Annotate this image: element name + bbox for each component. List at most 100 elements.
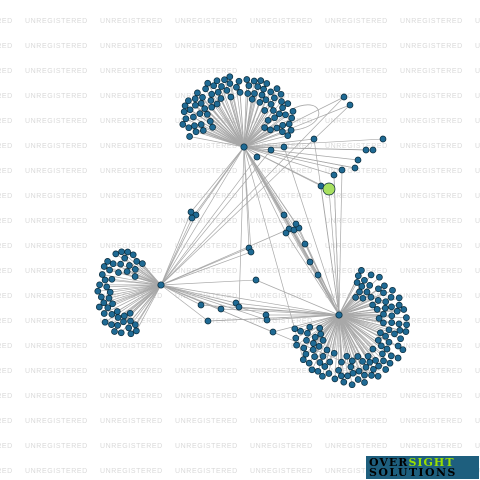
- leaf-node[interactable]: [197, 121, 205, 128]
- chain-node[interactable]: [354, 156, 362, 164]
- leaf-node[interactable]: [316, 359, 324, 366]
- leaf-node[interactable]: [395, 301, 403, 309]
- leaf-node[interactable]: [316, 324, 324, 332]
- leaf-node[interactable]: [111, 328, 118, 335]
- leaf-node[interactable]: [315, 343, 323, 350]
- leaf-node[interactable]: [221, 76, 228, 84]
- leaf-node[interactable]: [403, 314, 410, 321]
- leaf-node[interactable]: [264, 116, 272, 124]
- leaf-node[interactable]: [367, 293, 375, 301]
- leaf-node[interactable]: [375, 285, 382, 293]
- leaf-node[interactable]: [114, 314, 122, 321]
- leaf-node[interactable]: [257, 77, 265, 84]
- leaf-node[interactable]: [191, 95, 199, 103]
- leaf-node[interactable]: [186, 133, 193, 140]
- leaf-node[interactable]: [395, 294, 403, 302]
- leaf-node[interactable]: [361, 276, 368, 284]
- leaf-node[interactable]: [382, 332, 389, 340]
- leaf-node[interactable]: [388, 312, 396, 320]
- leaf-node[interactable]: [340, 378, 348, 386]
- leaf-node[interactable]: [348, 381, 356, 389]
- leaf-node[interactable]: [186, 106, 194, 114]
- leaf-node[interactable]: [284, 100, 292, 107]
- leaf-node[interactable]: [262, 96, 270, 104]
- leaf-node[interactable]: [196, 110, 204, 117]
- leaf-node[interactable]: [103, 283, 111, 291]
- bridge-node[interactable]: [280, 143, 288, 151]
- leaf-node[interactable]: [352, 294, 359, 301]
- leaf-node[interactable]: [214, 88, 222, 96]
- leaf-node[interactable]: [400, 306, 408, 313]
- leaf-node[interactable]: [321, 363, 329, 370]
- leaf-node[interactable]: [185, 97, 192, 105]
- bridge-node[interactable]: [217, 305, 225, 313]
- chain-node[interactable]: [338, 166, 346, 174]
- leaf-node[interactable]: [106, 266, 113, 274]
- leaf-node[interactable]: [244, 90, 252, 97]
- leaf-node[interactable]: [366, 282, 374, 289]
- leaf-node[interactable]: [361, 371, 368, 379]
- leaf-node[interactable]: [203, 111, 211, 118]
- leaf-node[interactable]: [133, 327, 140, 335]
- leaf-node[interactable]: [386, 359, 394, 367]
- leaf-node[interactable]: [218, 83, 225, 90]
- leaf-node[interactable]: [133, 258, 141, 265]
- leaf-node[interactable]: [368, 372, 375, 379]
- leaf-node[interactable]: [369, 345, 377, 353]
- leaf-node[interactable]: [366, 358, 374, 366]
- leaf-node[interactable]: [330, 349, 338, 357]
- leaf-node[interactable]: [402, 328, 410, 335]
- leaf-node[interactable]: [319, 353, 327, 360]
- leaf-node[interactable]: [105, 294, 113, 302]
- leaf-node[interactable]: [293, 341, 300, 349]
- leaf-node[interactable]: [369, 301, 376, 309]
- leaf-node[interactable]: [380, 310, 387, 318]
- leaf-node[interactable]: [356, 288, 363, 296]
- leaf-node[interactable]: [267, 88, 275, 96]
- leaf-node[interactable]: [131, 273, 139, 280]
- leaf-node[interactable]: [394, 354, 402, 362]
- leaf-node[interactable]: [391, 330, 398, 338]
- leaf-node[interactable]: [288, 114, 296, 122]
- leaf-node[interactable]: [271, 114, 278, 122]
- leaf-node[interactable]: [278, 98, 285, 105]
- leaf-node[interactable]: [326, 358, 334, 366]
- leaf-node[interactable]: [226, 80, 234, 87]
- hub-node[interactable]: [240, 143, 248, 151]
- leaf-node[interactable]: [370, 366, 377, 373]
- leaf-node[interactable]: [381, 304, 389, 312]
- chain-node[interactable]: [346, 101, 354, 109]
- leaf-node[interactable]: [385, 338, 393, 346]
- leaf-node[interactable]: [359, 294, 367, 302]
- leaf-node[interactable]: [267, 100, 275, 108]
- hub-node[interactable]: [335, 311, 343, 319]
- leaf-node[interactable]: [113, 308, 121, 315]
- leaf-node[interactable]: [349, 369, 357, 377]
- leaf-node[interactable]: [112, 250, 120, 258]
- leaf-node[interactable]: [123, 268, 131, 275]
- leaf-node[interactable]: [209, 123, 216, 131]
- leaf-node[interactable]: [389, 286, 396, 294]
- leaf-node[interactable]: [319, 337, 327, 344]
- bridge-node[interactable]: [269, 328, 277, 336]
- leaf-node[interactable]: [388, 319, 396, 326]
- leaf-node[interactable]: [180, 108, 188, 116]
- leaf-node[interactable]: [279, 121, 287, 129]
- bridge-node[interactable]: [263, 316, 271, 324]
- leaf-node[interactable]: [373, 306, 381, 313]
- leaf-node[interactable]: [127, 317, 134, 325]
- leaf-node[interactable]: [388, 303, 395, 311]
- leaf-node[interactable]: [126, 309, 134, 317]
- bridge-node[interactable]: [306, 258, 314, 266]
- leaf-node[interactable]: [285, 120, 293, 128]
- leaf-node[interactable]: [276, 110, 283, 118]
- leaf-node[interactable]: [363, 288, 371, 296]
- leaf-node[interactable]: [331, 375, 339, 383]
- chain-node[interactable]: [379, 135, 387, 143]
- leaf-node[interactable]: [100, 263, 108, 270]
- leaf-node[interactable]: [358, 283, 366, 290]
- leaf-node[interactable]: [381, 282, 388, 290]
- leaf-node[interactable]: [261, 107, 269, 114]
- leaf-node[interactable]: [118, 248, 125, 256]
- leaf-node[interactable]: [382, 366, 390, 373]
